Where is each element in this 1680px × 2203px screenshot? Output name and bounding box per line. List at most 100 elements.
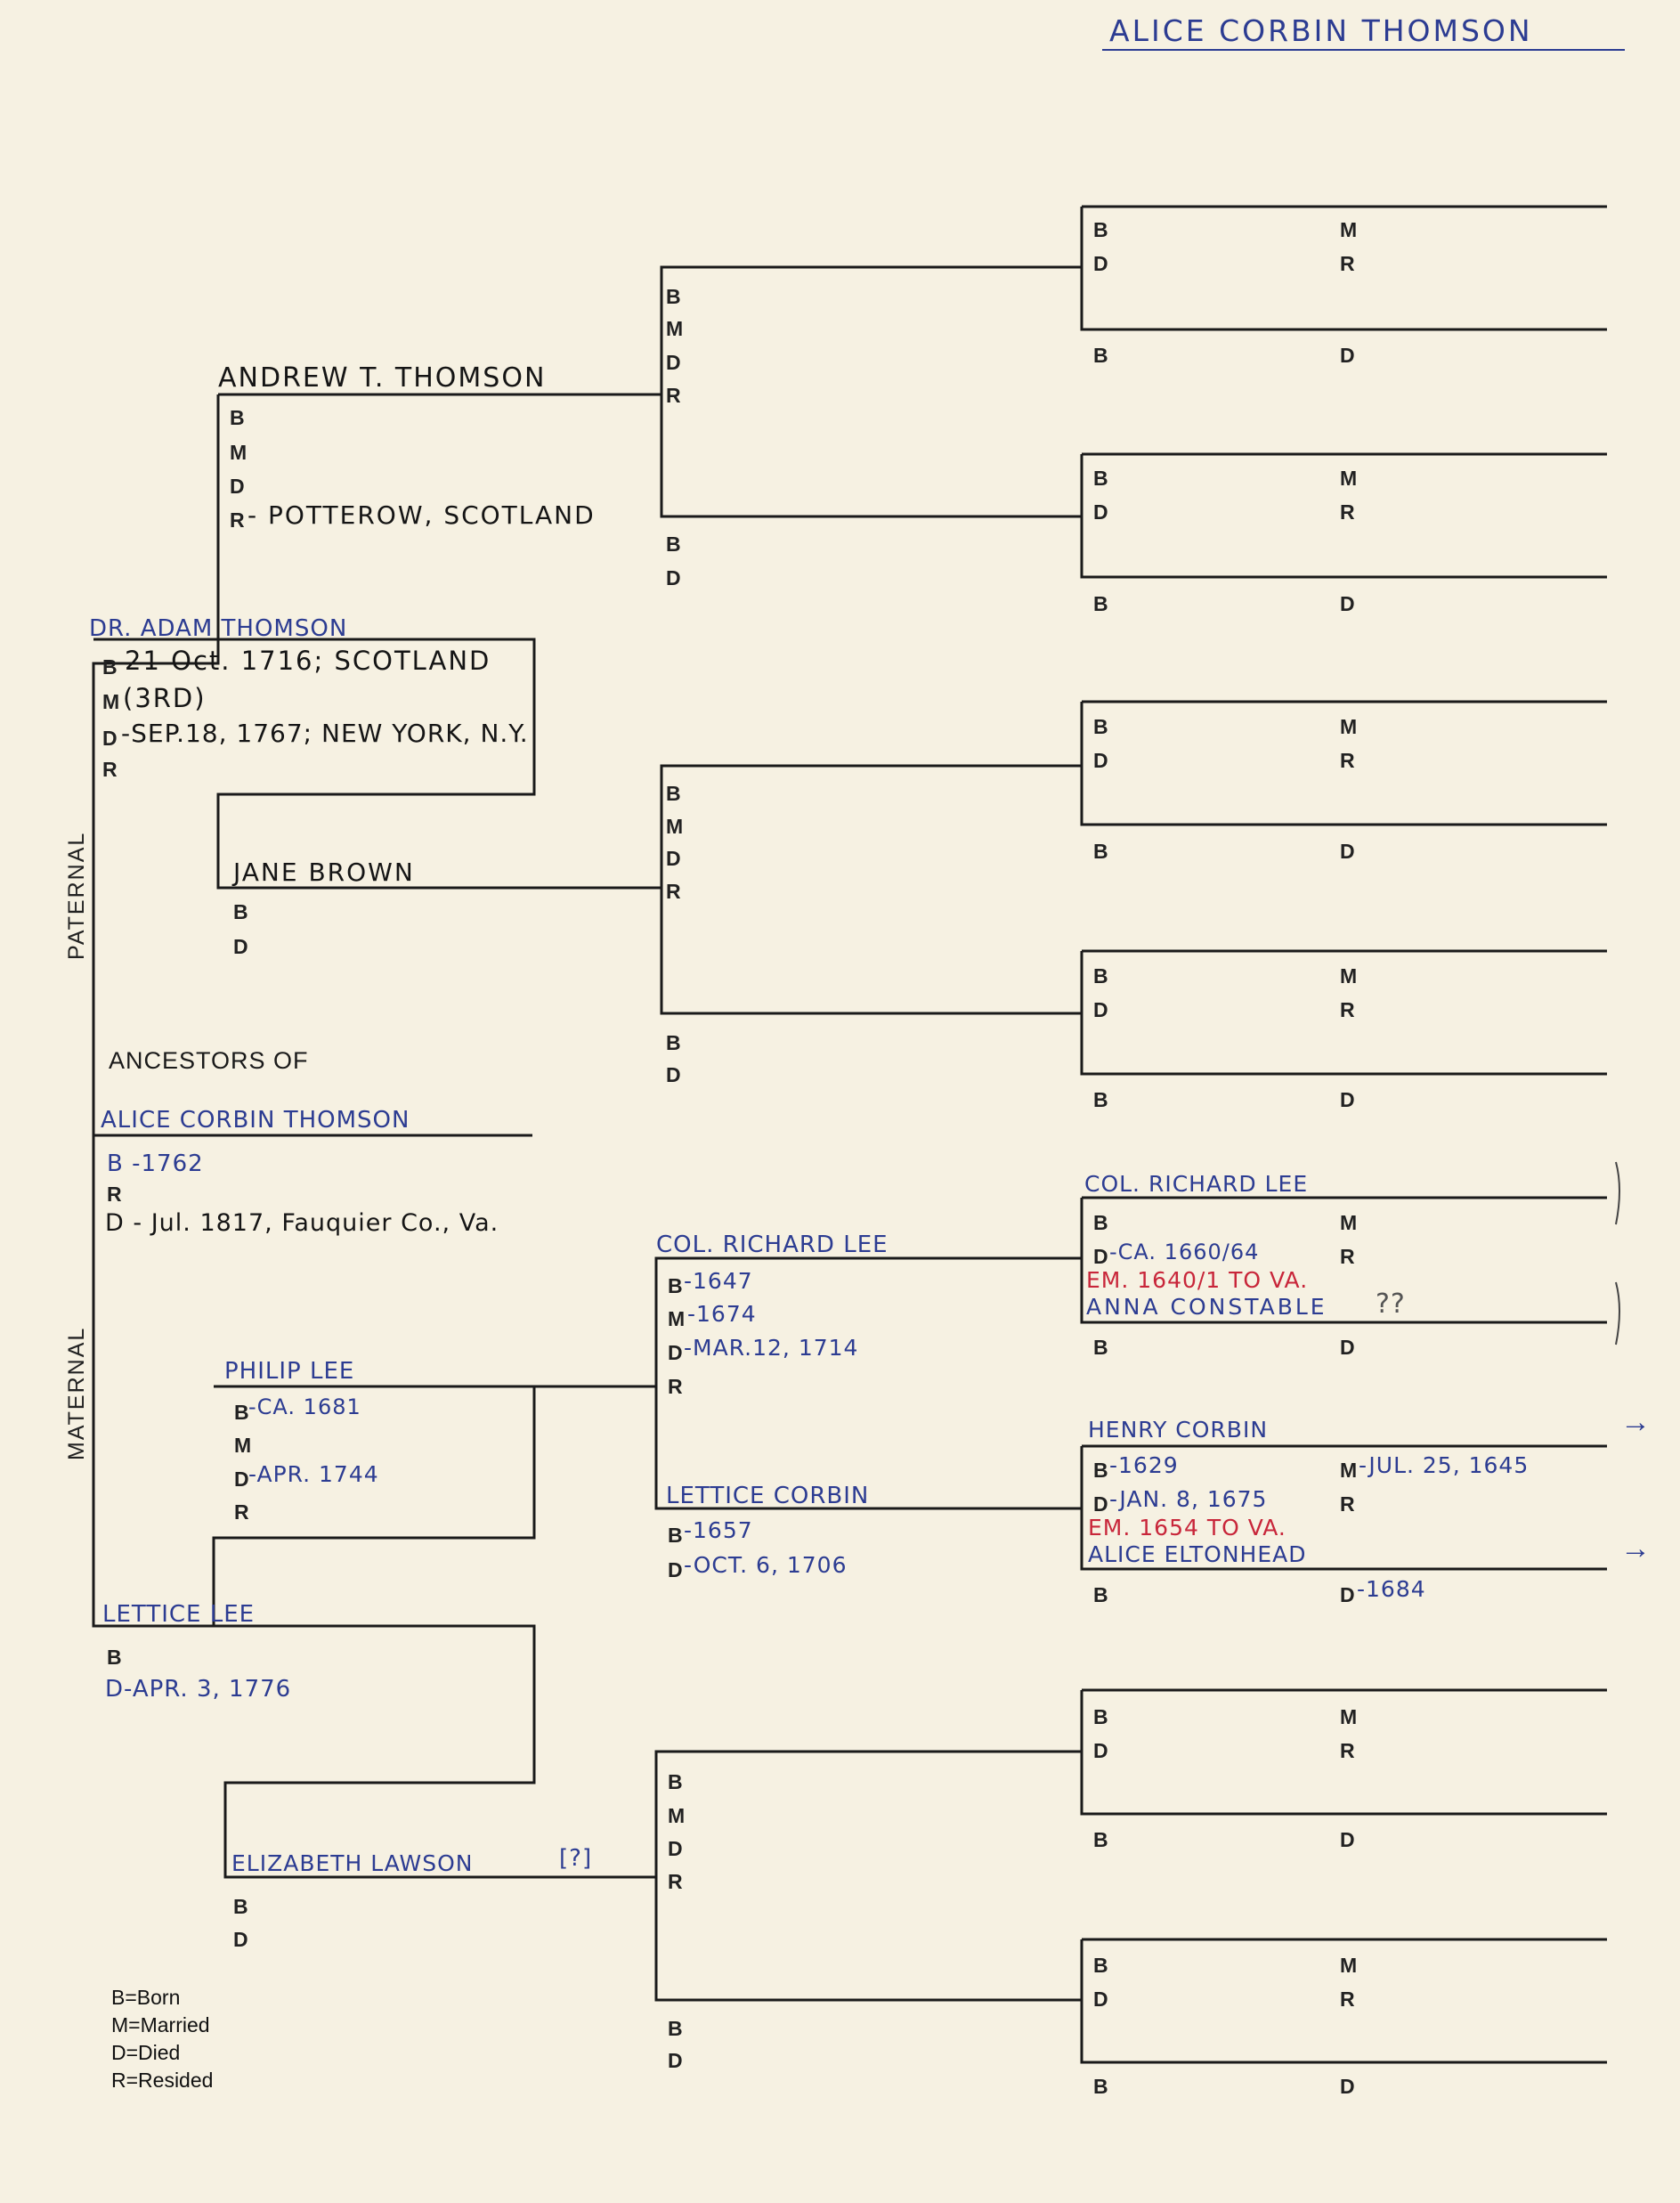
mother-death: D-APR. 3, 1776 xyxy=(105,1676,292,1703)
g3-7-d: D xyxy=(668,1837,683,1860)
g4-1-d: D xyxy=(1093,252,1108,275)
mgf-father-r: R xyxy=(668,1375,683,1398)
g3-8-d: D xyxy=(668,2049,683,2072)
g4-3s-b: B xyxy=(1093,840,1108,863)
g3-3-r: R xyxy=(666,880,681,903)
mgf-father-b-label: B xyxy=(668,1274,683,1297)
gen4-corbin-m-label: M xyxy=(1340,1459,1358,1482)
g3-1-r: R xyxy=(666,384,681,407)
pgf-r-label: R xyxy=(230,508,245,532)
mgf-mother-death: -OCT. 6, 1706 xyxy=(684,1552,848,1578)
gen4-corbin-spouse-d-label: D xyxy=(1340,1583,1355,1606)
g4-1-m: M xyxy=(1340,218,1358,241)
gen4-corbin-birth: -1629 xyxy=(1109,1452,1179,1478)
mgf-death: -APR. 1744 xyxy=(248,1461,379,1487)
gen4-lee-spouse-d: D xyxy=(1340,1336,1355,1359)
g4-2-d: D xyxy=(1093,500,1108,524)
g4-3-d: D xyxy=(1093,749,1108,772)
gen4-lee-b: B xyxy=(1093,1211,1108,1234)
legend-born: B=Born xyxy=(111,1986,181,2009)
header-name: ALICE CORBIN THOMSON xyxy=(1109,13,1533,48)
gen4-corbin-name: HENRY CORBIN xyxy=(1088,1417,1269,1443)
father-name: DR. ADAM THOMSON xyxy=(89,615,348,642)
g4-8-b: B xyxy=(1093,1954,1108,1977)
g4-2-b: B xyxy=(1093,467,1108,490)
g4-4-m: M xyxy=(1340,964,1358,988)
pgf-d: D xyxy=(230,475,245,498)
g3-4-b: B xyxy=(666,1031,681,1054)
gen4-corbin-b-label: B xyxy=(1093,1459,1108,1482)
g3-3-m: M xyxy=(666,815,684,838)
mgf-father-death: -MAR.12, 1714 xyxy=(684,1335,859,1361)
father-birth: 21 Oct. 1716; SCOTLAND xyxy=(125,646,491,676)
g3-1-m: M xyxy=(666,317,684,340)
g4-8-r: R xyxy=(1340,1988,1355,2011)
subject-residence: R xyxy=(107,1183,122,1206)
g3-8-b: B xyxy=(668,2017,683,2040)
subject-birth: B -1762 xyxy=(107,1150,204,1177)
gen4-corbin-d-label: D xyxy=(1093,1492,1108,1516)
gen4-corbin-spouse-b: B xyxy=(1093,1583,1108,1606)
mother-b: B xyxy=(107,1646,122,1669)
g4-8s-d: D xyxy=(1340,2075,1355,2098)
gen4-lee-spouse-b: B xyxy=(1093,1336,1108,1359)
g3-2-b: B xyxy=(666,532,681,556)
pgm-name: JANE BROWN xyxy=(233,858,415,887)
mgf-name: PHILIP LEE xyxy=(224,1358,355,1385)
g4-4s-b: B xyxy=(1093,1088,1108,1111)
g3-1-b: B xyxy=(666,285,681,308)
gen4-lee-name: COL. RICHARD LEE xyxy=(1084,1171,1309,1197)
g4-7-r: R xyxy=(1340,1739,1355,1762)
gen4-lee-d-label: D xyxy=(1093,1245,1108,1268)
father-d-label: D xyxy=(102,727,118,750)
mgf-m: M xyxy=(234,1434,252,1457)
father-death: -SEP.18, 1767; NEW YORK, N.Y. xyxy=(121,719,529,748)
mgm-note: [?] xyxy=(559,1845,593,1872)
pgf-m: M xyxy=(230,441,248,464)
g3-7-r: R xyxy=(668,1870,683,1893)
g4-7-b: B xyxy=(1093,1705,1108,1728)
pgf-name: ANDREW T. THOMSON xyxy=(218,362,547,394)
g3-2-d: D xyxy=(666,566,681,589)
mgf-mother-b-label: B xyxy=(668,1524,683,1547)
g4-2-m: M xyxy=(1340,467,1358,490)
continue-arrow-icon: → xyxy=(1620,1532,1651,1565)
gen4-corbin-death: -JAN. 8, 1675 xyxy=(1109,1486,1268,1512)
mgm-b: B xyxy=(233,1895,248,1918)
mgf-father-m-label: M xyxy=(668,1307,686,1330)
mgm-d: D xyxy=(233,1928,248,1951)
g4-1-b: B xyxy=(1093,218,1108,241)
g4-2s-d: D xyxy=(1340,592,1355,615)
g4-4-r: R xyxy=(1340,998,1355,1021)
father-b-label: B xyxy=(102,655,118,679)
mgm-name: ELIZABETH LAWSON xyxy=(231,1850,474,1876)
g4-8-m: M xyxy=(1340,1954,1358,1977)
mgf-b-label: B xyxy=(234,1401,249,1424)
mgf-mother-d-label: D xyxy=(668,1558,683,1581)
gen4-corbin-spouse-death: -1684 xyxy=(1357,1576,1426,1602)
subject-death: D - Jul. 1817, Fauquier Co., Va. xyxy=(105,1209,499,1237)
pgm-d: D xyxy=(233,935,248,958)
g3-4-d: D xyxy=(666,1063,681,1086)
g4-7s-d: D xyxy=(1340,1828,1355,1851)
maternal-label: MATERNAL xyxy=(64,1326,89,1460)
g4-4s-d: D xyxy=(1340,1088,1355,1111)
mgf-d-label: D xyxy=(234,1467,249,1491)
g4-3-m: M xyxy=(1340,715,1358,738)
pgm-b: B xyxy=(233,900,248,923)
continue-arrow-icon: → xyxy=(1620,1405,1651,1439)
legend: B=Born M=Married D=Died R=Resided xyxy=(111,1984,213,2094)
g4-1-r: R xyxy=(1340,252,1355,275)
father-r: R xyxy=(102,758,118,781)
g4-3s-d: D xyxy=(1340,840,1355,863)
mgf-birth: -CA. 1681 xyxy=(248,1394,361,1419)
g4-4-b: B xyxy=(1093,964,1108,988)
legend-died: D=Died xyxy=(111,2041,181,2064)
g4-8s-b: B xyxy=(1093,2075,1108,2098)
mgf-father-name: COL. RICHARD LEE xyxy=(656,1232,889,1258)
g3-1-d: D xyxy=(666,351,681,374)
gen4-lee-m: M xyxy=(1340,1211,1358,1234)
pgf-b: B xyxy=(230,406,245,429)
gen4-lee-r: R xyxy=(1340,1245,1355,1268)
